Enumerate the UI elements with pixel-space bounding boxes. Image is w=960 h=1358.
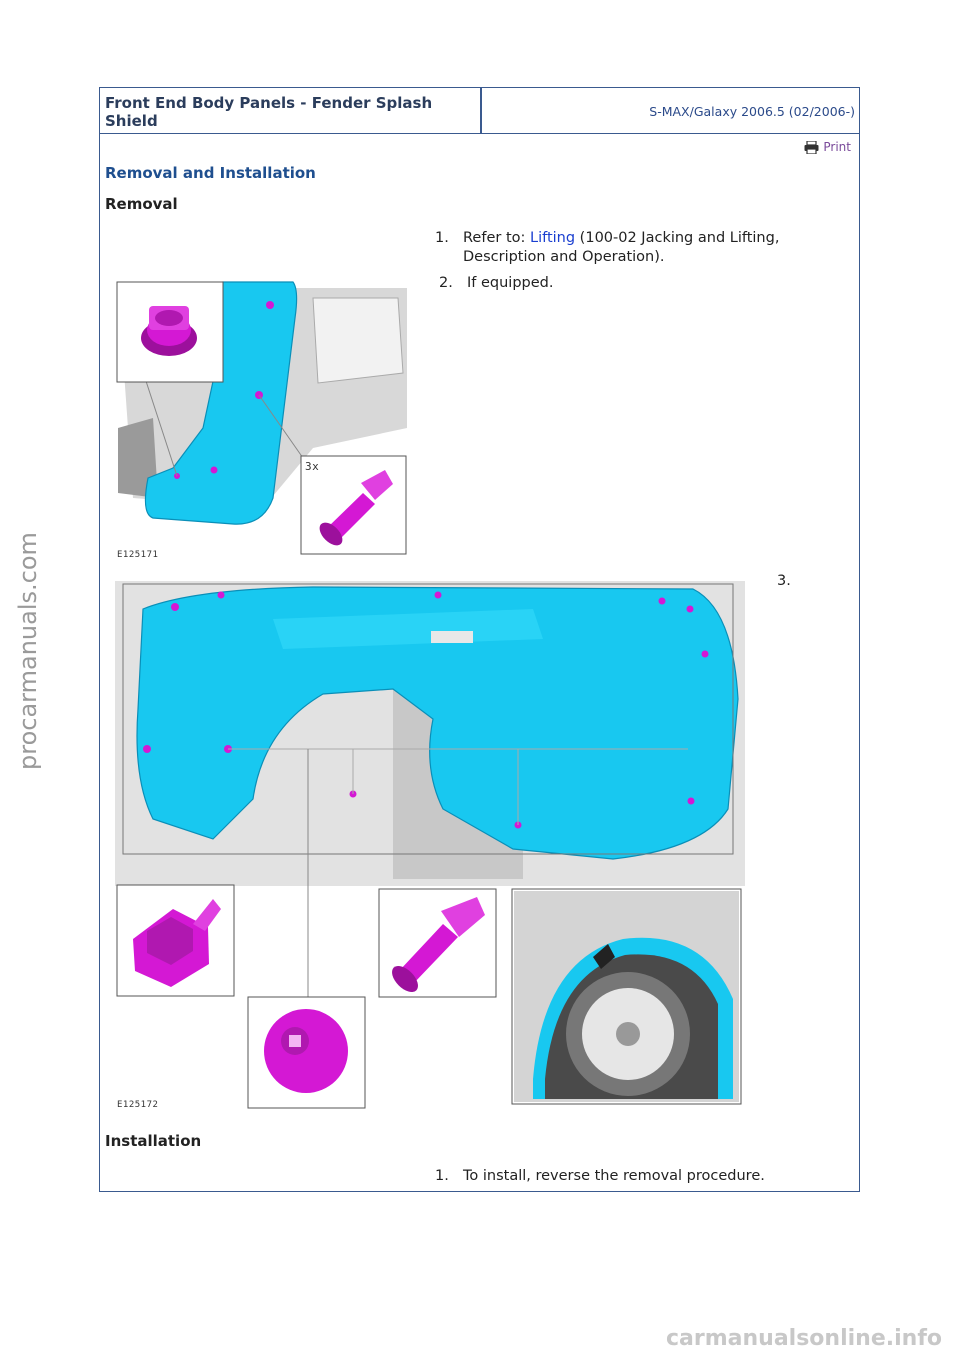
page-title: Front End Body Panels - Fender Splash Sh… (105, 94, 433, 130)
header-divider (480, 88, 482, 134)
step-text: To install, reverse the removal procedur… (463, 1168, 765, 1184)
step-number: 1. (435, 1168, 449, 1184)
section-title: Removal and Installation (105, 164, 316, 182)
page-header: Front End Body Panels - Fender Splash Sh… (100, 88, 859, 134)
figure-1-quantity: 3x (305, 460, 320, 473)
vehicle-model: S-MAX/Galaxy 2006.5 (02/2006-) (649, 104, 855, 119)
side-watermark: procarmanuals.com (14, 532, 42, 770)
step-text-prefix: Refer to: (463, 230, 530, 246)
splash-shield-illustration: E125172 (113, 579, 748, 1115)
print-label: Print (823, 140, 851, 154)
step-text-line2: Description and Operation). (463, 249, 665, 265)
bottom-watermark: carmanualsonline.info (666, 1326, 942, 1351)
print-button[interactable]: Print (804, 140, 851, 154)
figure-1-code: E125171 (117, 550, 159, 560)
step-number: 1. (435, 230, 449, 246)
step-text: If equipped. (467, 275, 554, 291)
figure-2-code: E125172 (117, 1100, 159, 1110)
mud-flap-illustration: E125171 3x (113, 278, 409, 564)
removal-step-1: 1. Refer to: Lifting (100-02 Jacking and… (435, 229, 855, 269)
step-number: 2. (439, 275, 453, 291)
step-number: 3. (777, 573, 791, 589)
step-text-suffix: (100-02 Jacking and Lifting, (575, 230, 780, 246)
removal-heading: Removal (105, 195, 178, 213)
lifting-link[interactable]: Lifting (530, 230, 576, 246)
printer-icon (804, 140, 819, 154)
installation-heading: Installation (105, 1132, 202, 1150)
document-frame: Front End Body Panels - Fender Splash Sh… (99, 87, 860, 1192)
